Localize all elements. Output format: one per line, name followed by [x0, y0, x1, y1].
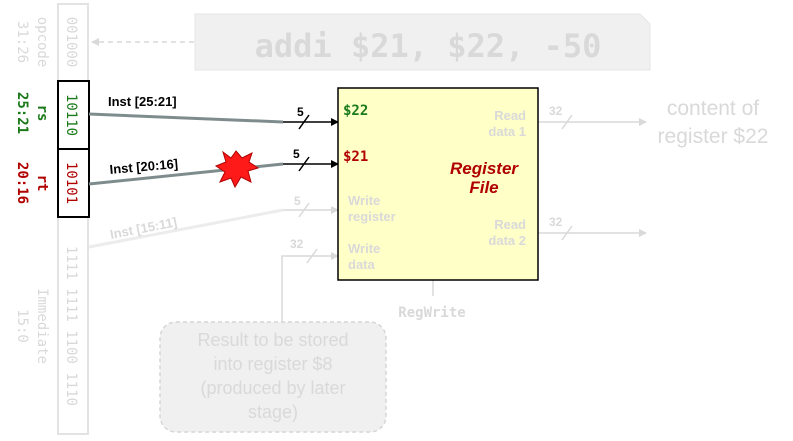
rt-bits: 10101 — [63, 162, 79, 204]
immediate-label: Immediate — [34, 288, 50, 364]
rt-bits-label: 20:16 — [14, 162, 30, 204]
result-note-line3: (produced by later — [200, 378, 345, 398]
wire-width-32-read-data-1: 32 — [549, 104, 563, 118]
write-register-port-line1: Write — [348, 193, 380, 208]
wire-inst-15-11 — [88, 208, 284, 249]
wire-write-data — [281, 252, 339, 322]
result-note: Result to be stored into register $8 (pr… — [159, 321, 387, 433]
wire-inst-25-21 — [88, 112, 284, 124]
content-label-line1: content of — [667, 97, 759, 120]
wire-width-5a: 5 — [297, 105, 304, 119]
read-register-1-port: $22 — [343, 103, 368, 119]
read-register-2-port: $21 — [343, 149, 368, 165]
write-register-port-line2: register — [348, 209, 396, 224]
instruction-callout: addi $21, $22, -50 — [91, 13, 651, 71]
result-note-line1: Result to be stored — [197, 330, 348, 350]
read-data-2-port-line2: data 2 — [488, 233, 526, 248]
content-label-line2: register $22 — [658, 125, 769, 148]
register-file-title-line2: File — [469, 178, 498, 197]
wire-inst-25-21-label: Inst [25:21] — [108, 94, 177, 109]
register-file: Register File $22 $21 Write register Wri… — [337, 87, 539, 281]
result-note-line2: into register $8 — [213, 354, 332, 374]
read-data-2-port-line1: Read — [494, 217, 526, 232]
opcode-bits-label: 31:26 — [14, 21, 30, 63]
wire-width-32-write-data: 32 — [290, 237, 304, 251]
wire-inst-20-16-label: Inst [20:16] — [109, 156, 179, 177]
register-file-title-line1: Register — [450, 159, 519, 178]
rs-bits: 10110 — [63, 94, 79, 136]
opcode-bits: 001000 — [63, 17, 79, 68]
immediate-bits-label: 15:0 — [14, 309, 30, 343]
instruction-text: addi $21, $22, -50 — [255, 27, 602, 65]
write-data-port-line2: data — [348, 257, 376, 272]
conflict-burst-icon — [214, 150, 260, 189]
regwrite-label: RegWrite — [398, 305, 465, 321]
rt-label: rt — [34, 175, 50, 192]
rs-label: rs — [34, 105, 50, 122]
read-data-1-port-line2: data 1 — [488, 124, 526, 139]
wire-width-5c: 5 — [294, 194, 301, 208]
field-labels: opcode 31:26 rs 25:21 rt 20:16 Immediate… — [14, 17, 50, 364]
rs-field-box — [57, 80, 90, 150]
wire-width-32-read-data-2: 32 — [549, 215, 563, 229]
result-note-line4: stage) — [248, 402, 298, 422]
wire-width-5b: 5 — [293, 147, 300, 161]
instruction-fields: 001000 10110 10101 1111 1111 1100 1110 — [57, 3, 90, 435]
immediate-bits: 1111 1111 1100 1110 — [63, 246, 79, 406]
opcode-label: opcode — [34, 17, 50, 68]
write-data-port-line1: Write — [348, 241, 380, 256]
rs-bits-label: 25:21 — [14, 92, 30, 134]
content-label: content of register $22 — [658, 97, 769, 148]
read-data-1-port-line1: Read — [494, 108, 526, 123]
